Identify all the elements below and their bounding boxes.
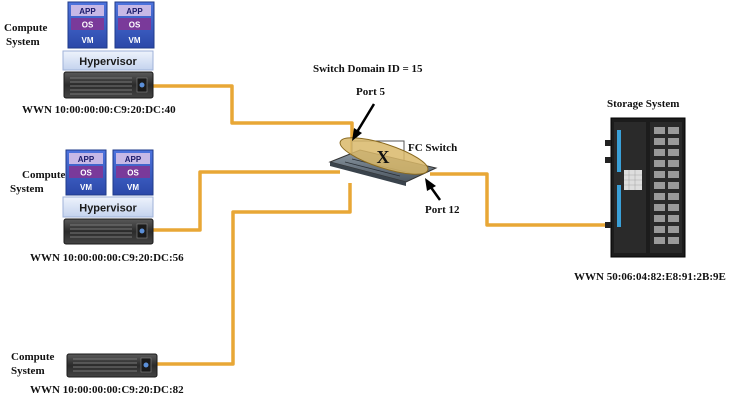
compute-1-vm1-os: OS [82, 21, 94, 30]
compute-3-label-line2: System [11, 365, 45, 377]
compute-2-vm1-os: OS [80, 169, 92, 178]
arrow-icon [425, 178, 442, 201]
compute-1-wwn: WWN 10:00:00:00:C9:20:DC:40 [22, 104, 176, 116]
vm-stack-icon: APP OS VM [112, 149, 154, 196]
storage-system: Storage System [574, 98, 726, 283]
compute-system-1: Compute System APP OS VM APP OS VM Hyper… [4, 1, 176, 116]
compute-2-vm2-os: OS [127, 169, 139, 178]
compute-2-wwn: WWN 10:00:00:00:C9:20:DC:56 [30, 252, 184, 264]
switch-name: FC Switch [408, 142, 457, 154]
cable-compute-3 [157, 183, 352, 366]
fc-switch: Switch Domain ID = 15 X FC Switch Port 5… [313, 63, 460, 216]
storage-rack-icon [605, 117, 686, 258]
compute-3-wwn: WWN 10:00:00:00:C9:20:DC:82 [30, 384, 184, 396]
switch-x-mark: X [377, 147, 390, 167]
compute-1-label-line1: Compute [4, 22, 48, 34]
cable-compute-1 [152, 84, 354, 157]
cable-compute-2 [152, 170, 340, 232]
compute-2-label-line1: Compute [22, 169, 66, 181]
compute-2-vm2-app: APP [125, 155, 142, 164]
compute-1-label-line2: System [6, 36, 40, 48]
hypervisor-icon: Hypervisor [62, 50, 154, 71]
hypervisor-icon: Hypervisor [62, 196, 154, 218]
compute-1-vm2-app: APP [126, 7, 143, 16]
compute-3-label-line1: Compute [11, 351, 55, 363]
server-chassis-icon [63, 71, 154, 99]
port-5-label: Port 5 [356, 86, 386, 98]
cable-storage [430, 172, 608, 227]
compute-1-vm2-vm: VM [129, 36, 141, 45]
compute-2-vm1-vm: VM [80, 183, 92, 192]
compute-2-vm2-vm: VM [127, 183, 139, 192]
cables [152, 84, 608, 366]
compute-1-vm1-vm: VM [82, 36, 94, 45]
compute-2-hypervisor: Hypervisor [79, 203, 137, 215]
compute-1-hypervisor: Hypervisor [79, 56, 137, 68]
storage-wwn: WWN 50:06:04:82:E8:91:2B:9E [574, 271, 726, 283]
server-chassis-icon [66, 353, 158, 378]
port-12-label: Port 12 [425, 204, 460, 216]
compute-system-2: Compute System APP OS VM APP OS VM Hyper… [10, 149, 184, 264]
storage-title: Storage System [607, 98, 679, 110]
compute-2-vm1-app: APP [78, 155, 95, 164]
server-chassis-icon [63, 218, 154, 245]
vm-stack-icon: APP OS VM [65, 149, 107, 196]
compute-1-vm1-app: APP [79, 7, 96, 16]
vm-stack-icon: APP OS VM [67, 1, 108, 49]
switch-domain-id: Switch Domain ID = 15 [313, 63, 423, 75]
compute-system-3: Compute System WWN 10:00:00:00:C9:20:DC:… [11, 351, 184, 396]
compute-2-label-line2: System [10, 183, 44, 195]
arrow-icon [352, 103, 376, 141]
vm-stack-icon: APP OS VM [114, 1, 155, 49]
compute-1-vm2-os: OS [129, 21, 141, 30]
zone-ellipse [339, 137, 429, 175]
